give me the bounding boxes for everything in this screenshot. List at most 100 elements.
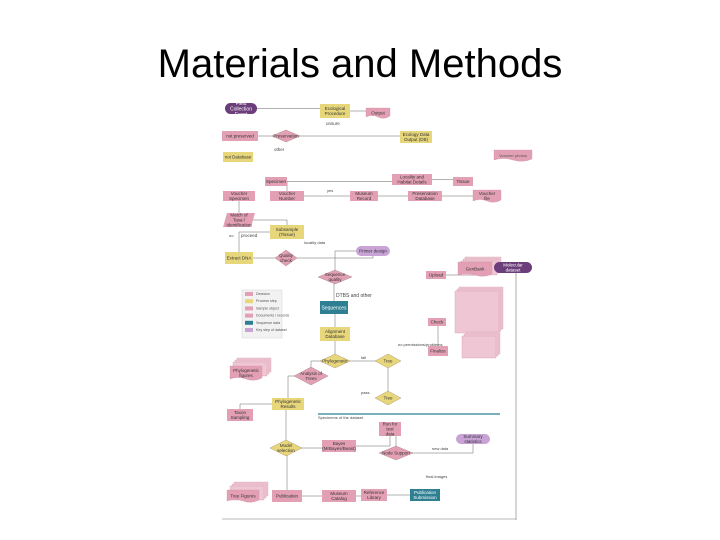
node-top-right-doc: Voucher photos bbox=[493, 149, 533, 162]
node-gbr: GenBank bbox=[457, 261, 493, 277]
node-label: Tissue bbox=[456, 179, 470, 184]
edge-label: DTBS and other bbox=[336, 293, 372, 299]
edge-label: fail bbox=[361, 355, 366, 360]
legend-swatch bbox=[245, 299, 253, 304]
connector-specimen-locality bbox=[276, 179, 413, 182]
node-label: not Database bbox=[225, 155, 252, 160]
edge-label: no permissions/problems bbox=[398, 342, 442, 347]
edge-label: Specimens of the dataset bbox=[318, 415, 364, 420]
edge-label: unsure bbox=[326, 121, 340, 126]
node-label: Primer design bbox=[359, 249, 387, 254]
node-tree-b: Tree bbox=[374, 390, 402, 406]
node-label: Sequences bbox=[321, 305, 347, 311]
legend-item-label: Decision bbox=[256, 292, 270, 296]
legend-swatch bbox=[245, 328, 253, 332]
node-label: not preserved bbox=[226, 134, 254, 139]
node-tree-a: Tree bbox=[374, 353, 402, 369]
slide-title: Materials and Methods bbox=[157, 42, 563, 86]
node-doc-bl: Tree Figures bbox=[226, 489, 260, 503]
node-label: Publication bbox=[276, 494, 299, 499]
node-check: Check bbox=[428, 318, 446, 326]
node-label: Tree bbox=[383, 396, 393, 401]
edge-label: proceed bbox=[241, 233, 258, 238]
node-pn-label: not Database bbox=[223, 152, 253, 162]
node-pcr: Primer design bbox=[356, 246, 390, 256]
node-label: Tree Figures bbox=[230, 494, 256, 499]
node-subsample: Subsample(Tissue) bbox=[270, 225, 304, 239]
legend-swatch bbox=[245, 313, 253, 318]
node-label: Finalize bbox=[430, 349, 446, 354]
node-label: Upload bbox=[429, 273, 444, 278]
node-out1: Output bbox=[365, 107, 391, 119]
node-label: Bayes(MrBayes/Beast) bbox=[322, 441, 356, 451]
stacked-doc-1-layer-1 bbox=[454, 290, 500, 334]
node-upload: Upload bbox=[426, 271, 446, 279]
node-phylo-dec: Phylogenetic bbox=[319, 353, 351, 369]
edge-label: yes bbox=[327, 188, 333, 193]
node-label: Subsample(Tissue) bbox=[276, 227, 299, 237]
connector-pn-dec-ecol-db bbox=[286, 135, 417, 137]
node-label: Check bbox=[431, 320, 445, 325]
node-pn-dec: Preservation bbox=[271, 129, 301, 143]
node-label: Phylogenetic bbox=[322, 359, 349, 364]
legend-item-label: Key step of dataset bbox=[256, 328, 287, 332]
node-tissue: Tissue bbox=[453, 177, 473, 186]
stacked-doc-2-layer-1 bbox=[461, 335, 497, 359]
node-process: Sequences bbox=[320, 301, 348, 314]
node-label: Tree bbox=[383, 359, 393, 364]
node-pn-left: not preserved bbox=[222, 131, 258, 141]
node-finalize: Finalize bbox=[428, 346, 448, 356]
node-label: Preservation bbox=[273, 134, 299, 139]
node-label: Specimen bbox=[266, 179, 287, 184]
legend-item-label: Documents / records bbox=[256, 314, 289, 318]
node-label: Voucher photos bbox=[499, 153, 527, 158]
node-bayes: Bayes(MrBayes/Beast) bbox=[322, 440, 356, 452]
node-specimen: Specimen bbox=[265, 177, 287, 186]
edge-label: no bbox=[229, 233, 234, 238]
legend-item-label: Process step bbox=[256, 299, 277, 303]
edge-label: locality data bbox=[304, 240, 326, 245]
edge-label: new data bbox=[432, 446, 449, 451]
